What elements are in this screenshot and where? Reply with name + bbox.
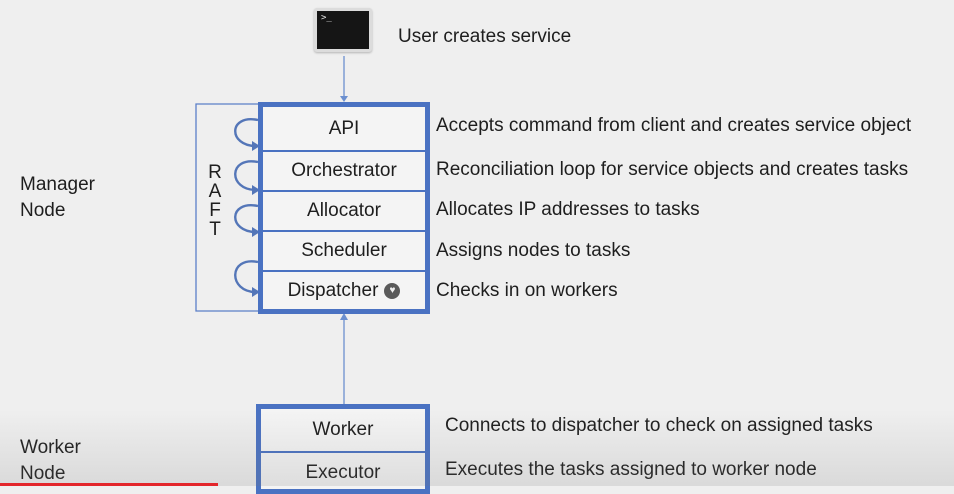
desc-allocator: Allocates IP addresses to tasks: [436, 199, 700, 220]
component-worker: Worker: [312, 419, 374, 440]
progress-bar[interactable]: [0, 483, 218, 486]
raft-arrows: [234, 118, 260, 297]
manager-stack: API Orchestrator Allocator Scheduler Dis…: [258, 102, 430, 314]
user-label: User creates service: [398, 26, 572, 47]
worker-stack: Worker Executor: [256, 404, 430, 494]
desc-api: Accepts command from client and creates …: [436, 115, 912, 136]
component-dispatcher: Dispatcher ♥: [263, 270, 425, 309]
curved-arrow-icon: [234, 260, 259, 294]
worker-node-label: Worker Node: [20, 437, 81, 484]
raft-letter: A: [208, 181, 222, 202]
component-orchestrator: Orchestrator: [263, 150, 425, 190]
raft-label: R A F T: [205, 160, 225, 242]
component-allocator: Allocator: [263, 190, 425, 230]
terminal-icon: >_: [314, 8, 372, 52]
component-api: API: [328, 117, 360, 139]
heart-icon: ♥: [384, 282, 401, 299]
manager-node-label: Manager Node: [20, 174, 95, 221]
component-executor: Executor: [261, 451, 425, 493]
curved-arrow-icon: [234, 118, 259, 148]
curved-arrow-icon: [234, 160, 259, 192]
desc-orchestrator: Reconciliation loop for service objects …: [436, 159, 909, 180]
desc-scheduler: Assigns nodes to tasks: [436, 240, 631, 261]
component-scheduler: Scheduler: [263, 230, 425, 270]
desc-dispatcher: Checks in on workers: [436, 280, 618, 301]
curved-arrow-icon: [234, 204, 259, 234]
desc-worker: Connects to dispatcher to check on assig…: [445, 415, 873, 436]
raft-letter: T: [209, 219, 221, 240]
raft-letter: R: [208, 162, 222, 183]
desc-executor: Executes the tasks assigned to worker no…: [445, 459, 817, 480]
raft-letter: F: [209, 200, 221, 221]
